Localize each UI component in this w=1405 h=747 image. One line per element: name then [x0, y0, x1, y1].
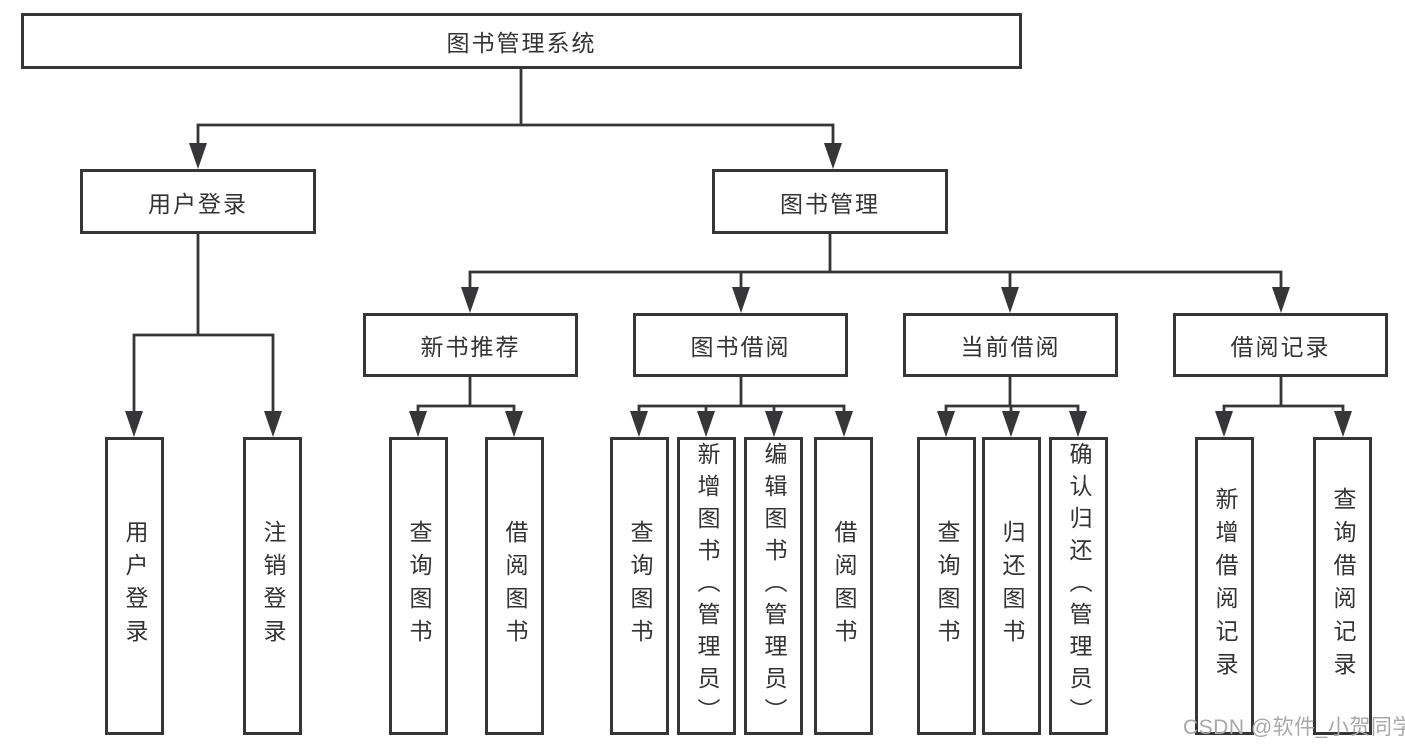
node-new-book-recommendation: 新书推荐: [363, 313, 578, 377]
leaf-borrow-books-recommend: 借阅图书: [485, 437, 544, 735]
node-label: 新增图书（管理员）: [694, 442, 720, 730]
node-label: 注销登录: [260, 520, 286, 652]
node-user-login: 用户登录: [80, 169, 316, 234]
csdn-watermark: CSDN @软件_小贺同学: [1183, 716, 1405, 739]
node-label: 借阅图书: [502, 520, 528, 652]
node-label: 借阅记录: [1230, 334, 1331, 360]
node-label: 借阅图书: [831, 520, 857, 652]
leaf-query-books-current: 查询图书: [917, 437, 976, 735]
leaf-query-books-recommend: 查询图书: [389, 437, 448, 735]
leaf-confirm-return-admin: 确认归还（管理员）: [1049, 437, 1108, 735]
node-label: 当前借阅: [960, 334, 1061, 360]
arrowheads: [125, 143, 1352, 437]
node-label: 用户登录: [122, 520, 148, 652]
node-label: 图书管理: [780, 190, 880, 217]
leaf-borrow-books: 借阅图书: [814, 437, 873, 735]
leaf-query-books-borrow: 查询图书: [610, 437, 669, 735]
leaf-edit-books-admin: 编辑图书（管理员）: [744, 437, 803, 735]
node-borrowing-records: 借阅记录: [1173, 313, 1388, 377]
leaf-query-borrow-record: 查询借阅记录: [1313, 437, 1372, 735]
node-label: 编辑图书（管理员）: [761, 442, 787, 730]
node-book-management: 图书管理: [712, 169, 948, 234]
node-label: 确认归还（管理员）: [1066, 442, 1092, 730]
node-library-management-system: 图书管理系统: [21, 13, 1022, 69]
node-label: 新书推荐: [420, 334, 521, 360]
node-label: 查询图书: [627, 520, 653, 652]
node-label: 查询借阅记录: [1330, 487, 1356, 685]
node-label: 查询图书: [934, 520, 960, 652]
node-label: 用户登录: [148, 190, 248, 217]
node-label: 图书管理系统: [446, 30, 597, 56]
leaf-add-books-admin: 新增图书（管理员）: [677, 437, 736, 735]
node-current-borrowing: 当前借阅: [903, 313, 1118, 377]
node-label: 归还图书: [999, 520, 1025, 652]
node-label: 新增借阅记录: [1212, 487, 1238, 685]
node-label: 图书借阅: [690, 334, 791, 360]
leaf-return-books: 归还图书: [982, 437, 1041, 735]
leaf-add-borrow-record: 新增借阅记录: [1195, 437, 1254, 735]
node-label: 查询图书: [406, 520, 432, 652]
node-book-borrowing: 图书借阅: [633, 313, 848, 377]
leaf-user-login: 用户登录: [105, 437, 164, 735]
leaf-logout-login: 注销登录: [243, 437, 302, 735]
